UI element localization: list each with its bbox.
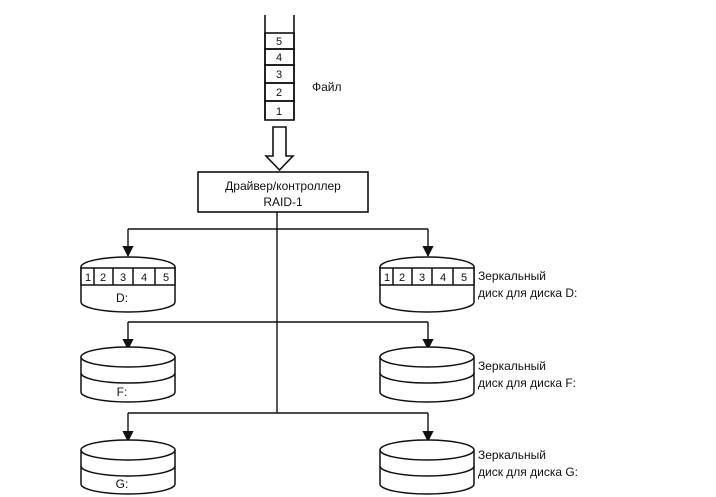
- controller-label-line2: RAID-1: [263, 195, 303, 209]
- disk-g-mirror-top: [379, 439, 475, 461]
- file-block-3-label: 3: [276, 69, 282, 81]
- disk-d: [80, 256, 176, 313]
- disk-g-body: [80, 450, 176, 495]
- disk-d-cells-frame: [80, 267, 176, 286]
- disk-g-mirror-caption-line2: диск для диска G:: [478, 465, 578, 479]
- disk-d-mirror-caption-line2: диск для диска D:: [478, 286, 577, 300]
- file-block-1: [264, 100, 295, 121]
- disk-g-band: [80, 465, 176, 477]
- file-block-2-label: 2: [276, 87, 282, 99]
- controller-box: [197, 171, 369, 213]
- controller-label-line1: Драйвер/контроллер: [225, 179, 341, 193]
- disk-g-mirror-band: [379, 465, 475, 477]
- disk-d-label: D:: [116, 291, 128, 305]
- disk-f-mirror-body: [379, 357, 475, 403]
- disk-d-cell-2: 2: [100, 272, 106, 284]
- disk-d-cell-5: 5: [163, 272, 169, 284]
- disk-g-mirror-body: [379, 450, 475, 495]
- disk-g-mirror: [379, 439, 475, 495]
- disk-d-mirror-cell-3: 3: [419, 272, 425, 284]
- disk-f-mirror-top: [379, 346, 475, 368]
- disk-f-label: F:: [117, 385, 128, 399]
- file-block-5-label: 5: [276, 36, 282, 48]
- disk-g-label: G:: [116, 477, 129, 491]
- disk-g-top: [80, 439, 176, 461]
- disk-f-mirror-caption-line1: Зеркальный: [478, 359, 546, 373]
- disk-d-cell-1: 1: [85, 272, 91, 284]
- disk-f-mirror-band: [379, 372, 475, 384]
- file-stack: [264, 15, 295, 121]
- disk-d-cell-3: 3: [120, 272, 126, 284]
- disk-f-mirror-caption-line2: диск для диска F:: [478, 376, 576, 390]
- connectors: [122, 212, 434, 443]
- file-label: Файл: [312, 80, 342, 94]
- disk-d-mirror-cell-5: 5: [461, 272, 467, 284]
- file-block-4-label: 4: [276, 52, 282, 64]
- disk-f: [80, 346, 176, 403]
- file-block-1-label: 1: [276, 106, 282, 118]
- disk-d-cell-4: 4: [141, 272, 147, 284]
- disk-d-mirror-cells-frame: [379, 267, 475, 286]
- disk-f-mirror: [379, 346, 475, 403]
- disk-d-mirror-caption-line1: Зеркальный: [478, 269, 546, 283]
- disk-f-top: [80, 346, 176, 368]
- disk-d-mirror-cell-2: 2: [399, 272, 405, 284]
- disk-d-mirror-cell-1: 1: [384, 272, 390, 284]
- disk-f-band: [80, 372, 176, 384]
- disk-f-body: [80, 357, 176, 403]
- hollow-down-arrow: [264, 126, 295, 172]
- disk-g-mirror-caption-line1: Зеркальный: [478, 448, 546, 462]
- disk-d-mirror: [379, 256, 475, 313]
- disk-d-mirror-cell-4: 4: [440, 272, 446, 284]
- disk-g: [80, 439, 176, 495]
